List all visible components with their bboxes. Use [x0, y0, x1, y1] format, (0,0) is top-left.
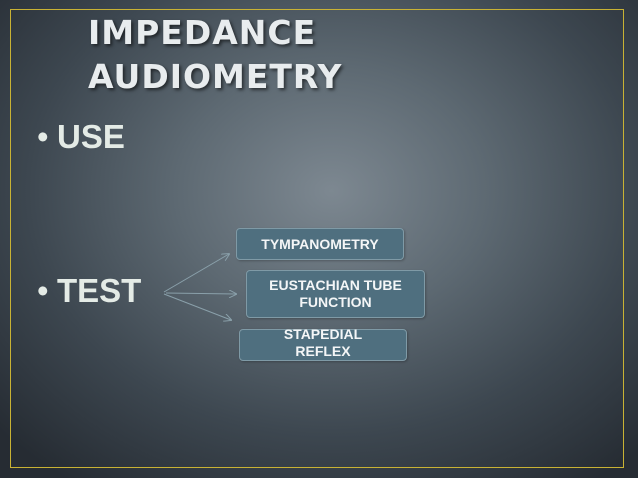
bullet-dot: •	[37, 272, 49, 309]
bullet-test-label: TEST	[57, 272, 142, 309]
tympanometry-box: TYMPANOMETRY	[236, 228, 404, 260]
stapedial-reflex-box: STAPEDIAL REFLEX	[239, 326, 407, 361]
bullet-dot: •	[37, 118, 49, 155]
eustachian-tube-box: EUSTACHIAN TUBE FUNCTION	[246, 270, 425, 318]
eustachian-tube-label: EUSTACHIAN TUBE FUNCTION	[269, 277, 402, 310]
title-line-1: IMPEDANCE	[88, 13, 317, 52]
bullet-use: •USE	[37, 120, 125, 153]
tympanometry-label: TYMPANOMETRY	[261, 235, 379, 252]
bullet-test: •TEST	[37, 274, 141, 307]
stapedial-reflex-label: STAPEDIAL REFLEX	[283, 326, 363, 359]
bullet-use-label: USE	[57, 118, 125, 155]
title-line-2: AUDIOMETRY	[88, 57, 343, 96]
slide-frame	[10, 9, 624, 468]
